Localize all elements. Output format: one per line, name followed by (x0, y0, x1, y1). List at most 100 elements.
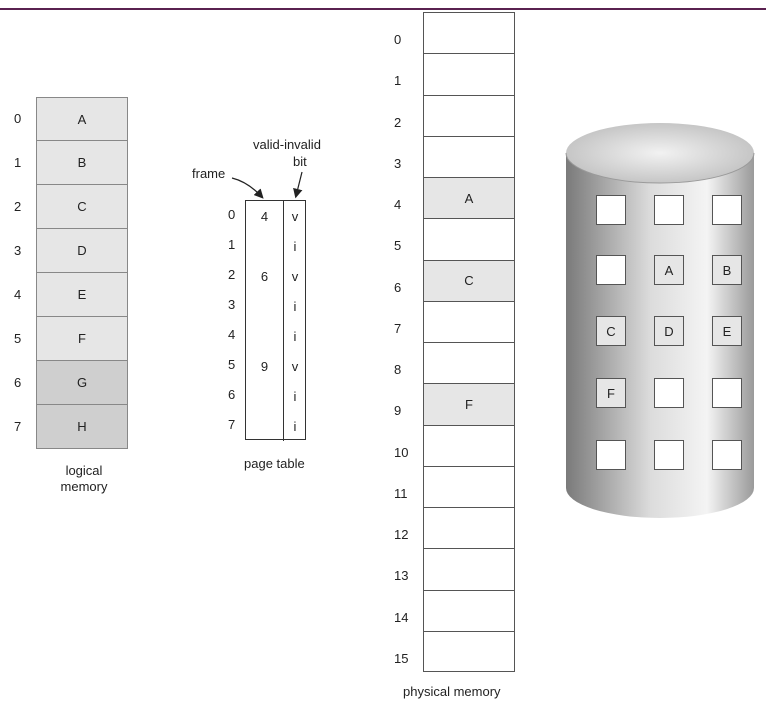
backing-store-block-1-1: A (654, 255, 684, 285)
physical-frame-2 (424, 96, 514, 137)
page-table-bit-6: i (283, 381, 306, 411)
frame-label: frame (192, 166, 226, 181)
physical-frame-14 (424, 591, 514, 632)
physical-frame-index-15: 15 (394, 650, 409, 666)
page-table-index-5: 5 (228, 357, 236, 372)
page-table-frame-0: 4 (260, 208, 269, 224)
logical-page-6: G (36, 361, 128, 405)
logical-memory-label-line1: logical (65, 463, 103, 478)
physical-frame-index-1: 1 (394, 73, 402, 89)
backing-store-block-3-0: F (596, 378, 626, 408)
page-table-entry-4: i (246, 321, 305, 351)
physical-frame-8 (424, 343, 514, 385)
physical-frame-index-14: 14 (394, 609, 409, 625)
physical-frame-3 (424, 137, 514, 178)
backing-store-block-2-1: D (654, 316, 684, 346)
top-rule (0, 8, 766, 10)
page-table-label: page table (244, 456, 305, 471)
page-table-bit-7: i (283, 411, 306, 441)
logical-page-index-7: 7 (14, 419, 22, 434)
logical-page-1: B (36, 141, 128, 185)
backing-store-block-0-2 (712, 195, 742, 225)
physical-frame-13 (424, 549, 514, 591)
backing-store-block-4-1 (654, 440, 684, 470)
physical-frame-index-9: 9 (394, 403, 402, 419)
physical-frame-index-8: 8 (394, 362, 402, 377)
backing-store-block-0-0 (596, 195, 626, 225)
page-table-bit-2: v (283, 261, 306, 291)
page-table-index-7: 7 (228, 417, 236, 432)
logical-page-0: A (36, 97, 128, 141)
physical-frame-7 (424, 302, 514, 343)
logical-page-3: D (36, 229, 128, 273)
logical-page-index-4: 4 (14, 287, 22, 302)
physical-frame-index-10: 10 (394, 444, 409, 460)
logical-page-5: F (36, 317, 128, 361)
physical-frame-12 (424, 508, 514, 550)
page-table-entry-3: i (246, 291, 305, 321)
logical-page-7: H (36, 405, 128, 449)
logical-page-2: C (36, 185, 128, 229)
physical-frame-1 (424, 54, 514, 96)
logical-memory-label: logical memory (56, 463, 112, 495)
physical-frame-4: A (424, 178, 514, 220)
physical-frame-index-11: 11 (394, 485, 408, 501)
bit-label: bit (293, 154, 307, 169)
page-table-entry-1: i (246, 231, 305, 261)
page-table-bit-5: v (283, 351, 306, 381)
backing-store-block-2-2: E (712, 316, 742, 346)
physical-frame-9: F (424, 384, 514, 426)
page-table-bit-4: i (283, 321, 306, 351)
physical-frame-5 (424, 219, 514, 261)
backing-store-block-4-0 (596, 440, 626, 470)
physical-frame-index-3: 3 (394, 155, 402, 171)
physical-frame-index-4: 4 (394, 197, 402, 212)
physical-frame-index-12: 12 (394, 527, 409, 542)
physical-frame-index-5: 5 (394, 238, 402, 254)
page-table-index-3: 3 (228, 297, 236, 312)
logical-page-index-2: 2 (14, 199, 22, 214)
logical-page-index-6: 6 (14, 375, 22, 390)
physical-frame-index-2: 2 (394, 114, 402, 130)
page-table-bit-1: i (283, 231, 306, 261)
logical-page-index-3: 3 (14, 243, 22, 258)
page-table-frame-3 (246, 291, 283, 321)
page-table-frame-2: 6 (260, 268, 269, 284)
backing-store-block-0-1 (654, 195, 684, 225)
physical-frame-index-6: 6 (394, 279, 402, 295)
valid-invalid-label: valid-invalid (253, 137, 321, 152)
page-table-bit-0: v (283, 201, 306, 231)
physical-frame-index-7: 7 (394, 320, 402, 336)
frame-arrow (231, 177, 264, 199)
page-table-index-2: 2 (228, 267, 236, 282)
physical-frame-11 (424, 467, 514, 508)
logical-memory-label-line2: memory (60, 479, 108, 494)
physical-memory-label: physical memory (403, 684, 501, 699)
logical-page-index-5: 5 (14, 331, 22, 346)
backing-store-block-4-2 (712, 440, 742, 470)
page-table-frame-7 (246, 411, 283, 441)
page-table-entry-6: i (246, 381, 305, 411)
page-table-frame-6 (246, 381, 283, 411)
backing-store-block-1-0 (596, 255, 626, 285)
logical-page-index-0: 0 (14, 111, 22, 126)
logical-page-index-1: 1 (14, 155, 22, 170)
backing-store-block-3-2 (712, 378, 742, 408)
physical-frame-index-0: 0 (394, 32, 402, 47)
logical-page-4: E (36, 273, 128, 317)
backing-store-block-3-1 (654, 378, 684, 408)
page-table-frame-1 (246, 231, 283, 261)
page-table-index-1: 1 (228, 237, 236, 252)
physical-frame-15 (424, 632, 514, 673)
page-table-index-6: 6 (228, 387, 236, 402)
page-table-frame-4 (246, 321, 283, 351)
physical-frame-index-13: 13 (394, 568, 409, 584)
page-table-frame-5: 9 (260, 358, 269, 374)
